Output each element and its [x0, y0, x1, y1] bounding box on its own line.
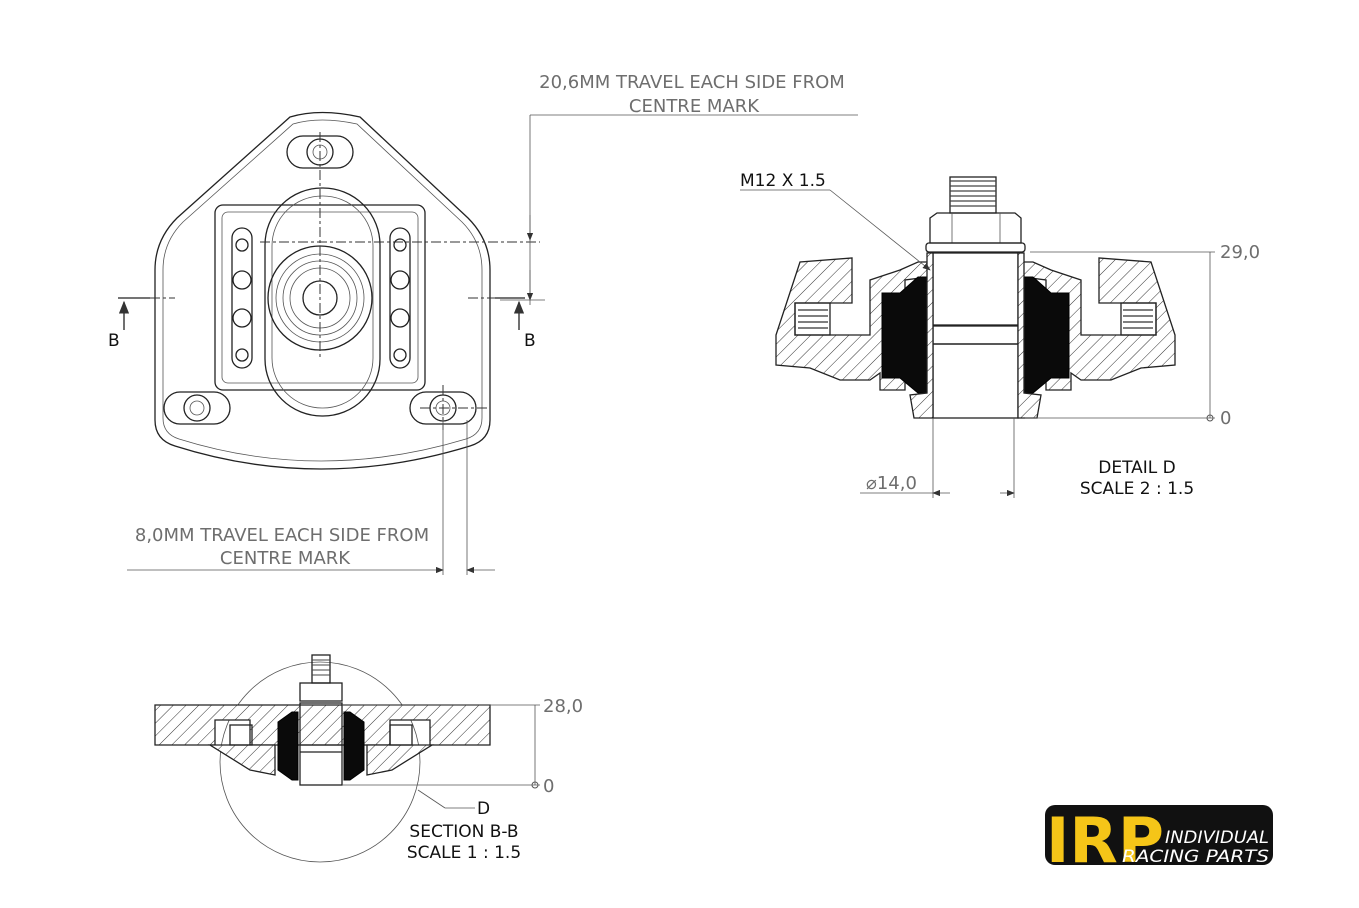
slot-oval [264, 187, 381, 417]
height-dim-29: 29,0 [1220, 242, 1260, 263]
logo-mark: IRP [1046, 804, 1164, 877]
height-dim-zero: 0 [1220, 408, 1231, 429]
travel-bottom-label-2: CENTRE MARK [220, 548, 351, 569]
diameter-dim: ⌀14,0 [866, 473, 917, 494]
logo-line-1: INDIVIDUAL [1165, 828, 1269, 848]
thread-callout: M12 X 1.5 [740, 171, 826, 191]
height-dim-zero-bb: 0 [543, 776, 554, 797]
travel-bottom-label-1: 8,0MM TRAVEL EACH SIDE FROM [135, 525, 429, 546]
nut [929, 212, 1022, 244]
section-bb-scale: SCALE 1 : 1.5 [407, 843, 521, 863]
rubber-bushing-left [881, 276, 928, 394]
section-marker-right: B [524, 331, 536, 351]
detail-d-title: DETAIL D [1098, 458, 1176, 478]
detail-d-scale: SCALE 2 : 1.5 [1080, 479, 1194, 499]
threaded-stud [949, 176, 997, 214]
logo-line-2: RACING PARTS [1122, 847, 1269, 867]
rubber-bushing-right [1023, 276, 1070, 394]
mount-outline [154, 111, 491, 470]
height-dim-28: 28,0 [543, 696, 583, 717]
section-bb-view: 28,0 0 D SECTION B-B SCALE 1 : 1.5 [154, 654, 583, 863]
section-bb-title: SECTION B-B [409, 822, 518, 842]
section-marker-left: B [108, 331, 120, 351]
detail-d-view: M12 X 1.5 29,0 0 ⌀14,0 DETAIL D SCALE 2 … [740, 171, 1260, 499]
travel-top-label-2: CENTRE MARK [629, 96, 760, 117]
travel-top-label-1: 20,6MM TRAVEL EACH SIDE FROM [539, 72, 845, 93]
adjust-slots [231, 227, 411, 369]
irp-logo: IRP INDIVIDUAL RACING PARTS [1045, 804, 1273, 877]
top-view: B B 20,6MM TRAVEL EACH SIDE FROM CENTRE … [108, 72, 858, 575]
detail-marker-d: D [477, 799, 490, 819]
